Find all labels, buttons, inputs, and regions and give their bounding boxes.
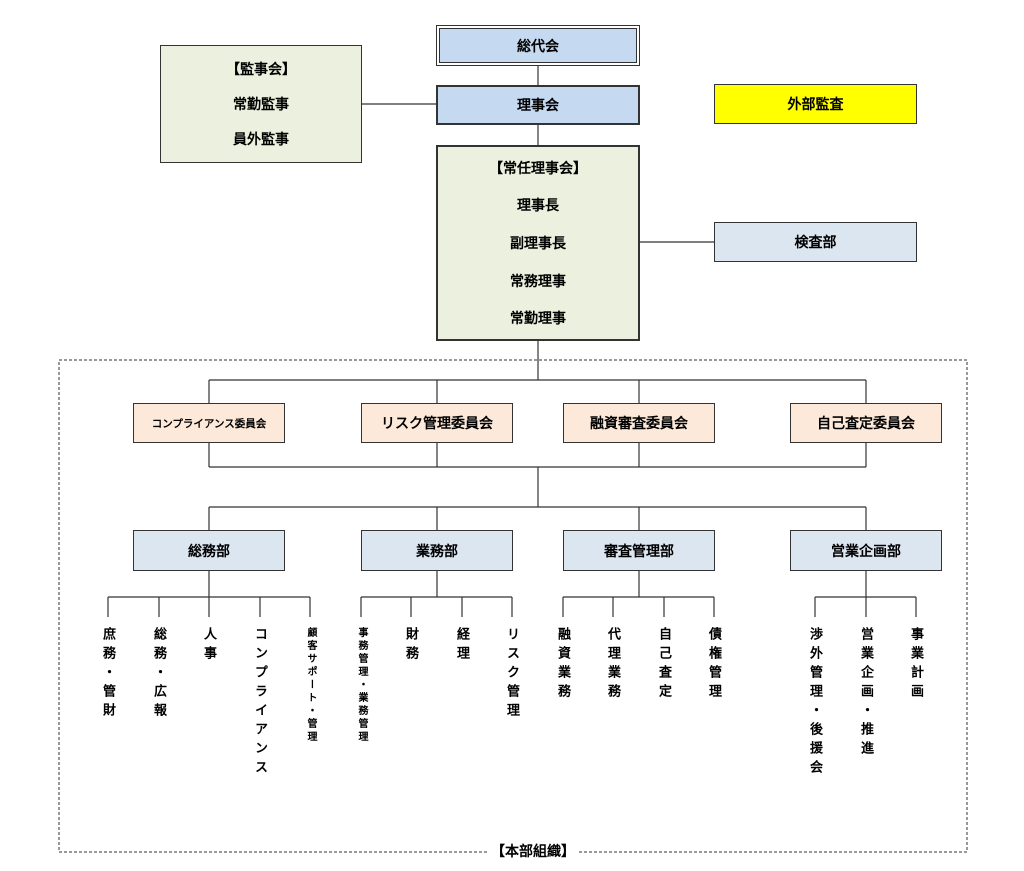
section-dairi-gyomu: 代理業務: [605, 627, 620, 703]
committee-risk: リスク管理委員会: [361, 403, 513, 443]
standing-board-member: 常務理事: [510, 273, 566, 290]
rijikai-box: 理事会: [436, 85, 640, 125]
standing-board-box: 【常任理事会】 理事長 副理事長 常務理事 常勤理事: [436, 145, 640, 341]
audit-board-title: 【監事会】: [226, 62, 296, 79]
dept-shinsa: 審査管理部: [563, 530, 715, 571]
section-keiri: 経理: [454, 627, 469, 665]
section-soumu-kouhou: 総務・広報: [151, 627, 166, 722]
section-eigyo-kikaku: 営業企画・推進: [858, 627, 873, 760]
section-risk-kanri: リスク管理: [504, 627, 519, 722]
section-jinji: 人事: [201, 627, 216, 665]
section-customer-support: 顧客サポート・管理: [305, 627, 316, 744]
section-shogai-kouenkai: 渉外管理・後援会: [807, 627, 822, 779]
audit-board-member: 常勤監事: [233, 96, 289, 113]
section-shomu-kanzai: 庶務・管財: [100, 627, 115, 722]
section-jigyo-keikaku: 事業計画: [908, 627, 923, 703]
soudaikai-box: 総代会: [436, 25, 640, 66]
section-zaimu: 財務: [403, 627, 418, 665]
inspection-dept-box: 検査部: [714, 222, 917, 262]
audit-board-box: 【監事会】 常勤監事 員外監事: [160, 45, 362, 163]
standing-board-member: 理事長: [517, 198, 559, 215]
section-jiko-satei: 自己査定: [656, 627, 671, 703]
section-saiken-kanri: 債権管理: [706, 627, 721, 703]
committee-loan-review: 融資審査委員会: [563, 403, 715, 443]
standing-board-member: 常勤理事: [510, 311, 566, 328]
committee-compliance: コンプライアンス委員会: [133, 403, 285, 443]
dept-eigyo: 営業企画部: [790, 530, 942, 571]
committee-self-assessment: 自己査定委員会: [790, 403, 942, 443]
headquarters-frame-label: 【本部組織】: [488, 842, 578, 862]
audit-board-member: 員外監事: [233, 131, 289, 148]
standing-board-title: 【常任理事会】: [489, 160, 587, 177]
section-jimu-gyomu-kanri: 事務管理・業務管理: [356, 627, 367, 744]
dept-soumu: 総務部: [133, 530, 285, 571]
external-audit-box: 外部監査: [714, 84, 917, 124]
section-compliance: コンプライアンス: [252, 627, 267, 779]
section-yushi-gyomu: 融資業務: [555, 627, 570, 703]
standing-board-member: 副理事長: [510, 235, 566, 252]
dept-gyomu: 業務部: [361, 530, 513, 571]
